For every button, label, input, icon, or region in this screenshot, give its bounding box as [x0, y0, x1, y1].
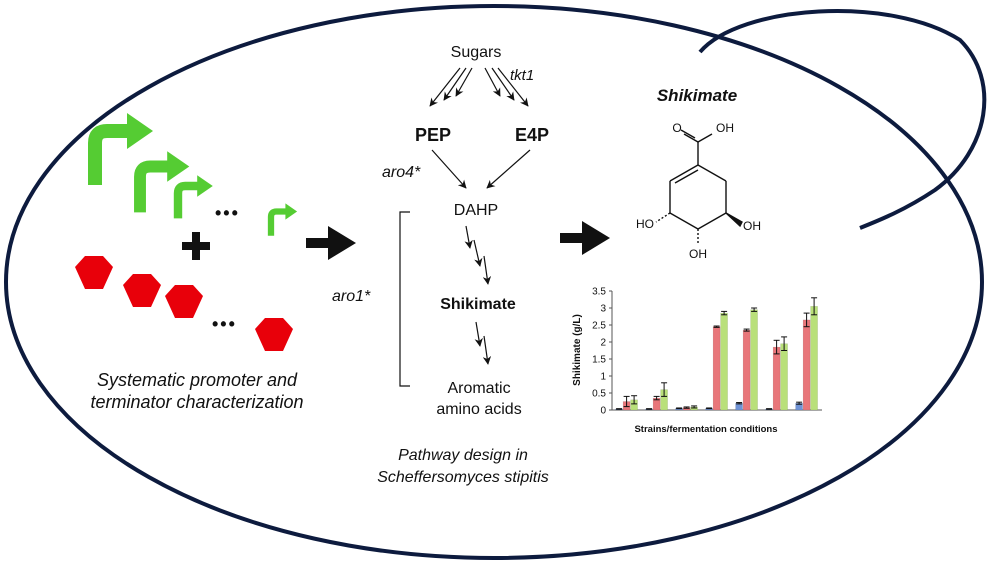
y-tick-label: 3: [600, 304, 606, 315]
terminator-hexagon-icon: [75, 256, 113, 289]
dahp-label: DAHP: [454, 202, 498, 219]
y-tick-label: 3.5: [592, 287, 606, 298]
y-tick-label: 2.5: [592, 321, 606, 332]
shikimate-bar-chart: Shikimate (g/L) Strains/fermentation con…: [572, 287, 822, 435]
left-caption-line2: terminator characterization: [90, 392, 303, 412]
pathway-caption-line2: Scheffersomyces stipitis: [377, 469, 549, 486]
ellipsis-bottom: •••: [212, 314, 237, 334]
bar: [780, 343, 788, 411]
aromatic-label-line1: Aromatic: [447, 380, 510, 397]
y-tick-label: 0: [600, 406, 606, 417]
plus-icon: [182, 232, 210, 260]
oxygen-label: O: [672, 121, 681, 135]
y-tick-label: 1: [600, 372, 606, 383]
sugars-label: Sugars: [451, 44, 502, 61]
aro1-bracket: [399, 211, 410, 387]
ho-left-label: HO: [636, 217, 654, 231]
aromatic-label-line2: amino acids: [436, 401, 521, 418]
chart-ylabel: Shikimate (g/L): [572, 314, 583, 386]
bar: [742, 329, 751, 411]
y-tick-label: 0.5: [592, 389, 606, 400]
aro1-label: aro1*: [332, 288, 371, 305]
cell-outline: [4, 4, 984, 560]
shikimate-to-aromatic-arrows: [474, 321, 492, 365]
terminator-hexagon-icon: [165, 285, 203, 318]
bar: [772, 346, 781, 411]
bar: [720, 312, 728, 411]
terminator-hexagon-icon: [123, 274, 161, 307]
chart-bars: [615, 297, 818, 411]
shikimate-pathway-label: Shikimate: [440, 296, 516, 313]
terminator-hexagon-icon: [255, 318, 293, 351]
sugar-to-e4p-arrows: [484, 67, 529, 107]
ellipsis-top: •••: [215, 203, 240, 223]
yeast-cell: [4, 4, 987, 560]
promoter-arrows: [88, 113, 298, 236]
oh-top-label: OH: [716, 121, 734, 135]
terminator-hexagons: [75, 256, 293, 351]
promoter-arrow-icon: [134, 151, 190, 213]
chart-xlabel: Strains/fermentation conditions: [634, 424, 777, 435]
bar: [810, 306, 818, 411]
promoter-arrow-icon: [173, 175, 213, 219]
bar: [712, 326, 721, 411]
aro4-label: aro4*: [382, 164, 421, 181]
molecule-title: Shikimate: [657, 86, 737, 105]
e4p-label: E4P: [515, 125, 549, 145]
shikimate-structure: [655, 129, 743, 245]
sugar-to-pep-arrows: [429, 67, 473, 107]
promoter-arrow-icon: [267, 203, 298, 236]
oh-bottom-label: OH: [689, 247, 707, 261]
bar: [750, 309, 758, 411]
left-caption-line1: Systematic promoter and: [97, 370, 298, 390]
oh-right-label: OH: [743, 219, 761, 233]
bud-outline: [698, 9, 987, 230]
pep-label: PEP: [415, 125, 451, 145]
y-tick-label: 1.5: [592, 355, 606, 366]
pathway-caption-line1: Pathway design in: [398, 447, 528, 464]
y-tick-label: 2: [600, 338, 606, 349]
tkt1-label: tkt1: [510, 67, 534, 84]
to-dahp-arrows: [431, 149, 531, 189]
dahp-to-shikimate-arrows: [464, 225, 492, 285]
big-arrow-icon: [560, 221, 610, 255]
promoter-arrow-icon: [88, 113, 153, 185]
big-arrow-icon: [306, 226, 356, 260]
bar: [802, 319, 811, 411]
